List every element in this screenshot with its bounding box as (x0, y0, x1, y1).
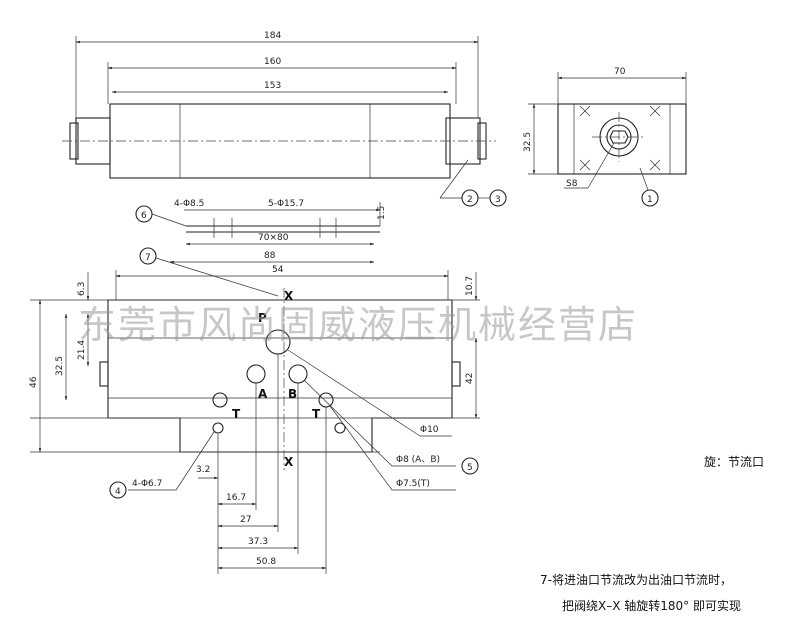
svg-text:3: 3 (495, 195, 501, 205)
dim-184: 184 (264, 31, 281, 41)
dim-70: 70 (614, 67, 626, 77)
dim-50-8: 50.8 (256, 557, 276, 567)
dim-6-3: 6.3 (77, 282, 87, 296)
dim-153: 153 (264, 81, 281, 91)
dim-37-3: 37.3 (248, 537, 268, 547)
plug-label: 4-Φ8.5 (174, 199, 204, 209)
callout-3 (489, 189, 507, 207)
callout-4 (109, 481, 127, 499)
end-view-bolt-marks (579, 105, 661, 171)
port-A-hole (246, 364, 266, 384)
port-T-left-label: T (232, 407, 241, 421)
callout-7 (139, 247, 157, 265)
note-line-1: 7-将进油口节流改为出油口节流时， (540, 573, 732, 587)
dim-42: 42 (465, 373, 475, 384)
dim-3-2: 3.2 (196, 465, 210, 475)
port-T-right-label: T (312, 407, 321, 421)
port-T-left-hole (212, 392, 228, 408)
phi10-label: Φ10 (420, 425, 439, 435)
svg-text:1: 1 (647, 195, 653, 205)
mount-hole-1 (212, 422, 224, 434)
dim-1-5: 1.5 (377, 206, 387, 220)
hex-size-label: S8 (566, 179, 578, 189)
dim-32-5-end: 32.5 (523, 132, 533, 152)
svg-text:4: 4 (115, 487, 121, 497)
note-side: 旋：节流口 (704, 455, 764, 469)
dim-46: 46 (29, 376, 39, 388)
port-P-label: P (258, 311, 267, 325)
callout-1 (641, 189, 659, 207)
port-A-label: A (258, 387, 268, 401)
svg-text:5: 5 (467, 463, 473, 473)
note-line-2: 把阀绕X–X 轴旋转180° 即可实现 (562, 598, 741, 613)
dim-21-4: 21.4 (77, 340, 87, 360)
svg-text:2: 2 (467, 195, 473, 205)
dim-27: 27 (240, 515, 251, 525)
phi8-label: Φ8 (A、B) (396, 455, 440, 465)
axis-x-bottom: X (284, 455, 294, 469)
hole-label: 5-Φ15.7 (268, 199, 304, 209)
phi7-5-label: Φ7.5(T) (396, 479, 430, 489)
end-view-body (557, 103, 687, 175)
svg-text:6: 6 (141, 211, 147, 221)
mount-holes-label: 4-Φ6.7 (132, 479, 162, 489)
dim-70x80: 70×80 (258, 233, 289, 243)
dim-88: 88 (264, 251, 276, 261)
callout-5 (461, 457, 479, 475)
dim-32-5-front: 32.5 (55, 356, 65, 376)
end-view: 70 32.5 S8 1 (523, 67, 687, 207)
top-view: 184 160 153 2 3 (62, 31, 507, 207)
port-T-right-hole (318, 392, 334, 408)
axis-x-top: X (284, 289, 294, 303)
dim-10-7: 10.7 (465, 276, 475, 296)
svg-text:7: 7 (145, 253, 151, 263)
front-view: P A B T T X X 4-Φ8.5 5-Φ15.7 1.5 70×80 8… (29, 199, 480, 574)
dim-54: 54 (272, 265, 284, 275)
dim-16-7: 16.7 (226, 493, 246, 503)
watermark-text: 东莞市风尚固威液压机械经营店 (78, 303, 638, 347)
port-B-label: B (288, 387, 297, 401)
dim-160: 160 (264, 57, 281, 67)
mount-hole-2 (334, 422, 346, 434)
